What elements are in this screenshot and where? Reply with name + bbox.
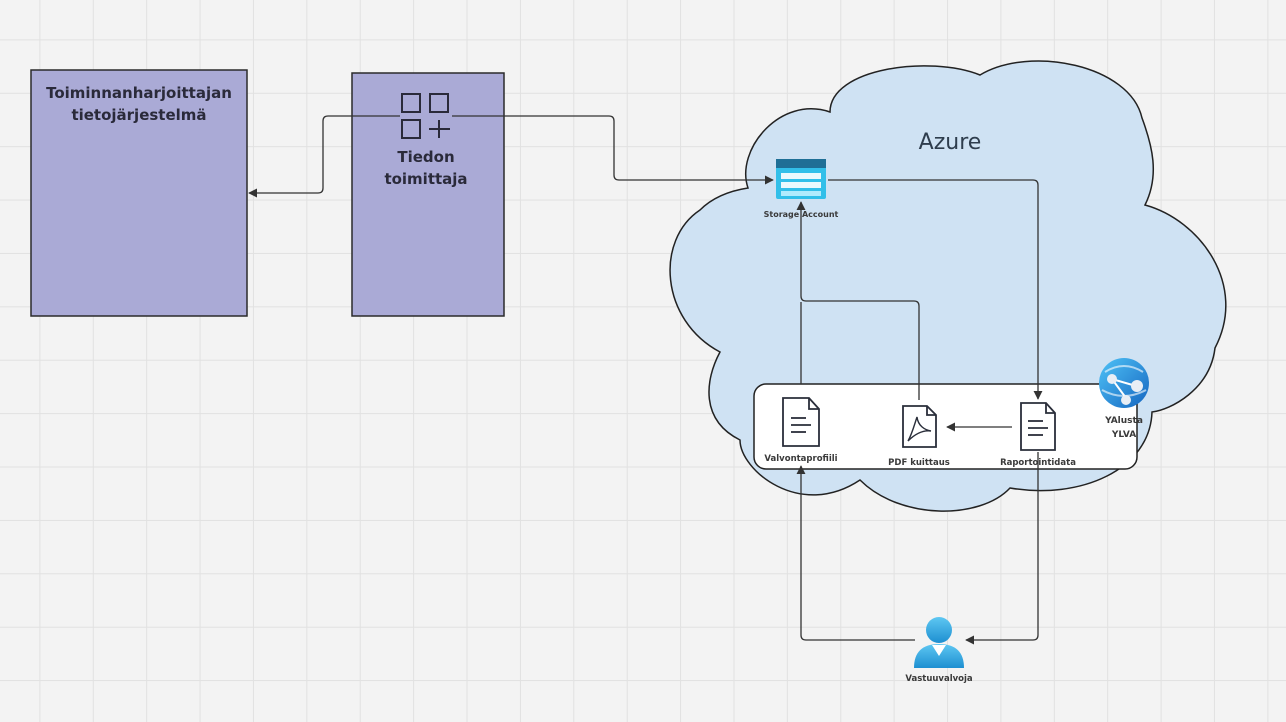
operator-system-box[interactable]: Toiminnanharjoittajan tietojärjestelmä bbox=[30, 69, 248, 317]
user-icon[interactable] bbox=[914, 617, 964, 668]
pdf-document-icon[interactable] bbox=[902, 405, 937, 448]
pdf-to-storage-line bbox=[796, 201, 920, 400]
profile-label: Valvontaprofiili bbox=[764, 454, 837, 464]
connectors bbox=[248, 115, 1043, 645]
operator-system-title-line2: tietojärjestelmä bbox=[71, 106, 206, 124]
data-provider-title-line2: toimittaja bbox=[384, 170, 467, 188]
provider-to-storage-line bbox=[452, 115, 774, 185]
platform-label-line1: YAlusta bbox=[1104, 416, 1143, 426]
data-provider-box[interactable]: Tiedon toimittaja bbox=[351, 72, 505, 317]
web-app-globe-icon[interactable] bbox=[1099, 358, 1149, 408]
provider-to-operator-line bbox=[248, 115, 400, 198]
storage-account-icon[interactable] bbox=[776, 159, 826, 199]
pdf-label: PDF kuittaus bbox=[888, 458, 950, 468]
data-provider-title-line1: Tiedon bbox=[397, 148, 454, 166]
operator-system-title-line1: Toiminnanharjoittajan bbox=[46, 84, 232, 102]
azure-title: Azure bbox=[919, 130, 982, 155]
platform-label-line2: YLVA bbox=[1111, 430, 1136, 440]
profile-document-icon[interactable] bbox=[782, 397, 820, 447]
storage-label: Storage Account bbox=[764, 210, 839, 219]
report-label: Raportointidata bbox=[1000, 458, 1076, 468]
person-label: Vastuuvalvoja bbox=[905, 674, 973, 684]
storage-to-report-line bbox=[828, 179, 1043, 400]
app-grid-icon bbox=[401, 93, 450, 139]
report-to-user-line bbox=[965, 452, 1039, 645]
report-document-icon[interactable] bbox=[1020, 402, 1056, 451]
user-to-profile-line bbox=[796, 465, 915, 641]
